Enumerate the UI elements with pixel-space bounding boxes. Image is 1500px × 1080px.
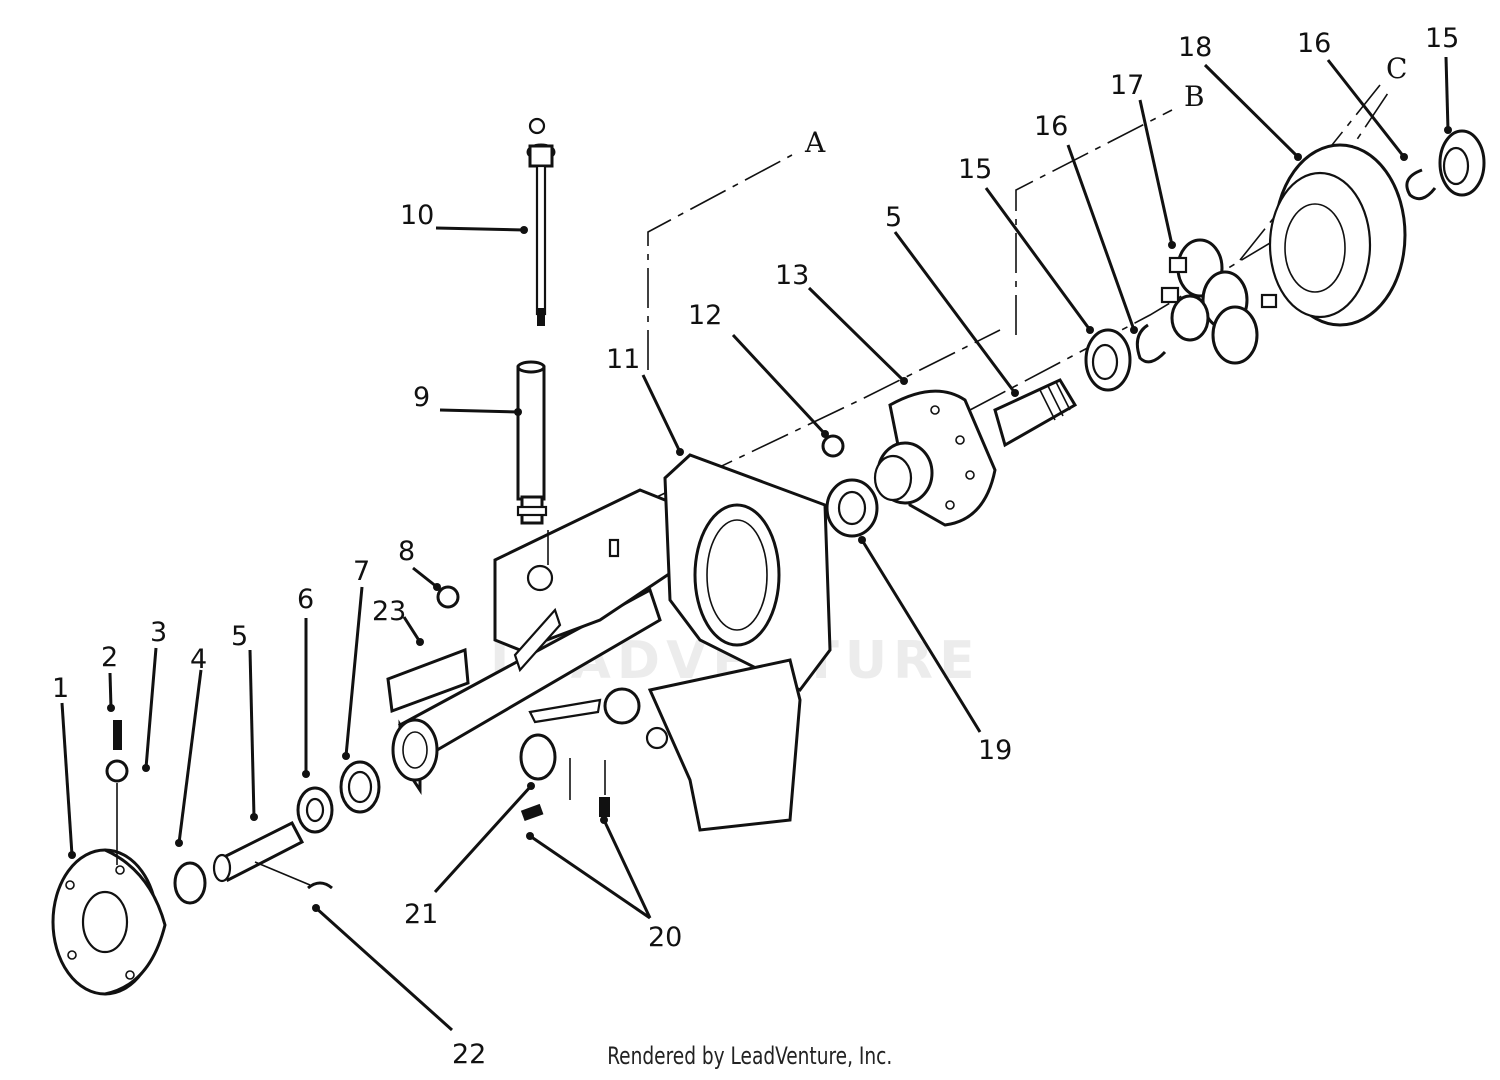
callout-16-right: 16 bbox=[1297, 28, 1331, 59]
set-screws-part bbox=[520, 797, 610, 822]
reference-lines bbox=[639, 84, 1391, 506]
shaft-part-upper bbox=[993, 378, 1078, 448]
reference-line-a bbox=[647, 154, 793, 370]
callout-5-upper: 5 bbox=[885, 202, 902, 233]
callout-23: 23 bbox=[372, 596, 406, 627]
pinion-cluster-part bbox=[1160, 238, 1278, 365]
callout-4: 4 bbox=[190, 644, 207, 675]
nut-part-12 bbox=[821, 434, 845, 458]
footer: Rendered by LeadVenture, Inc. bbox=[0, 1042, 1500, 1070]
callout-15-middle: 15 bbox=[958, 154, 992, 185]
dipstick-part bbox=[526, 117, 556, 326]
callout-22: 22 bbox=[452, 1039, 486, 1070]
shaft-part-lower bbox=[212, 821, 305, 883]
nut-part-8 bbox=[436, 585, 460, 609]
callout-10: 10 bbox=[400, 200, 434, 231]
retaining-ring-part-16-middle bbox=[1135, 323, 1167, 364]
callout-20: 20 bbox=[648, 922, 682, 953]
gear-part-15-middle bbox=[1084, 328, 1132, 392]
callout-2: 2 bbox=[101, 642, 118, 673]
ring-gear-part bbox=[1268, 143, 1407, 327]
reference-letter-a: A bbox=[804, 126, 826, 159]
bearing-part-19 bbox=[825, 478, 879, 538]
needle-bearing-part bbox=[339, 760, 381, 814]
connector-lines bbox=[116, 530, 606, 886]
transmission-housing-part bbox=[391, 453, 832, 832]
washer-part bbox=[173, 861, 207, 905]
callout-16-middle: 16 bbox=[1034, 111, 1068, 142]
bearing-part-6 bbox=[296, 786, 334, 834]
reference-letter-b: B bbox=[1184, 80, 1205, 113]
callout-5-lower: 5 bbox=[231, 621, 248, 652]
callout-3: 3 bbox=[150, 617, 167, 648]
callout-12: 12 bbox=[688, 300, 722, 331]
reference-line-b bbox=[1015, 109, 1173, 335]
callout-9: 9 bbox=[413, 382, 430, 413]
callout-6: 6 bbox=[297, 584, 314, 615]
callout-1: 1 bbox=[52, 673, 69, 704]
callout-19: 19 bbox=[978, 735, 1012, 766]
callout-18: 18 bbox=[1178, 32, 1212, 63]
retaining-ring-part-16-right bbox=[1405, 168, 1437, 201]
callout-15-right: 15 bbox=[1425, 23, 1459, 54]
bolt-part bbox=[113, 720, 122, 750]
callout-7: 7 bbox=[353, 556, 370, 587]
key-part bbox=[307, 881, 333, 890]
callout-13: 13 bbox=[775, 260, 809, 291]
footer-credit: Rendered by LeadVenture, Inc. bbox=[607, 1042, 893, 1070]
hub-flange-part bbox=[51, 848, 167, 996]
reference-letter-c: C bbox=[1386, 52, 1407, 85]
callout-21: 21 bbox=[404, 899, 438, 930]
callout-8: 8 bbox=[398, 536, 415, 567]
decal-part bbox=[386, 647, 470, 714]
flange-part bbox=[873, 389, 997, 527]
plug-part bbox=[519, 733, 557, 781]
leader-lines bbox=[60, 56, 1452, 1032]
callout-labels: 1 2 3 4 5 6 7 8 9 10 11 12 13 5 15 16 17… bbox=[52, 23, 1459, 1070]
callout-11: 11 bbox=[606, 344, 640, 375]
callout-17: 17 bbox=[1110, 70, 1144, 101]
fill-tube-part bbox=[516, 360, 548, 525]
nut-part-3 bbox=[105, 759, 129, 783]
gear-part-15-right bbox=[1438, 129, 1486, 197]
